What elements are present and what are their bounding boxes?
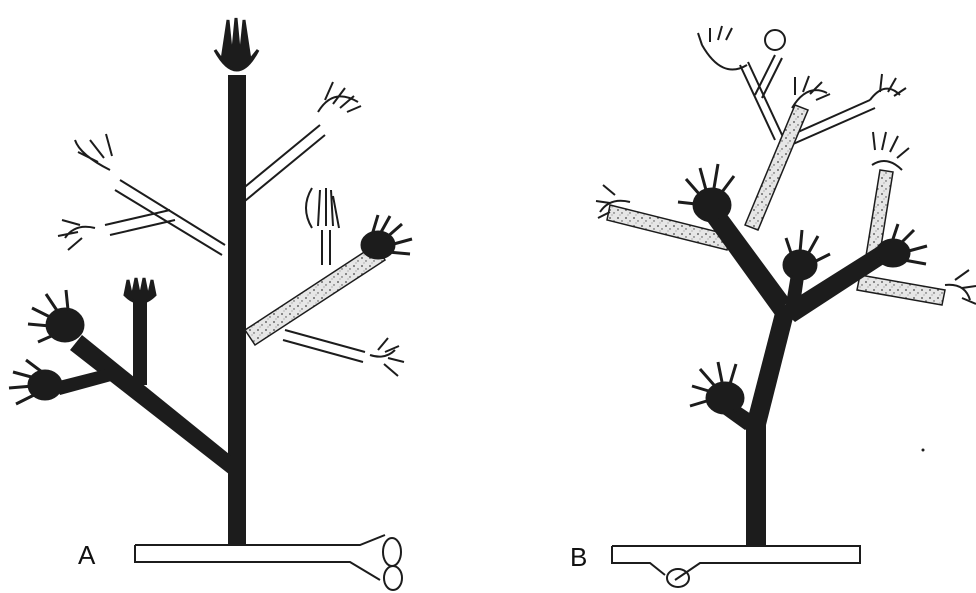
speckled-branches-b [607,105,945,305]
stolon-b [612,546,860,587]
dark-branches-a [55,75,246,545]
panel-label-a: A [78,540,96,570]
panel-b: B [570,26,976,587]
speckled-branch-a [245,245,385,345]
panel-a: A [9,18,412,590]
stolon-a [135,535,402,590]
panel-label-b: B [570,542,587,572]
speck-dot [922,449,925,452]
outline-fronds-b [698,26,906,100]
outline-branches-b [740,55,875,148]
dark-frond-a-right [362,215,412,258]
